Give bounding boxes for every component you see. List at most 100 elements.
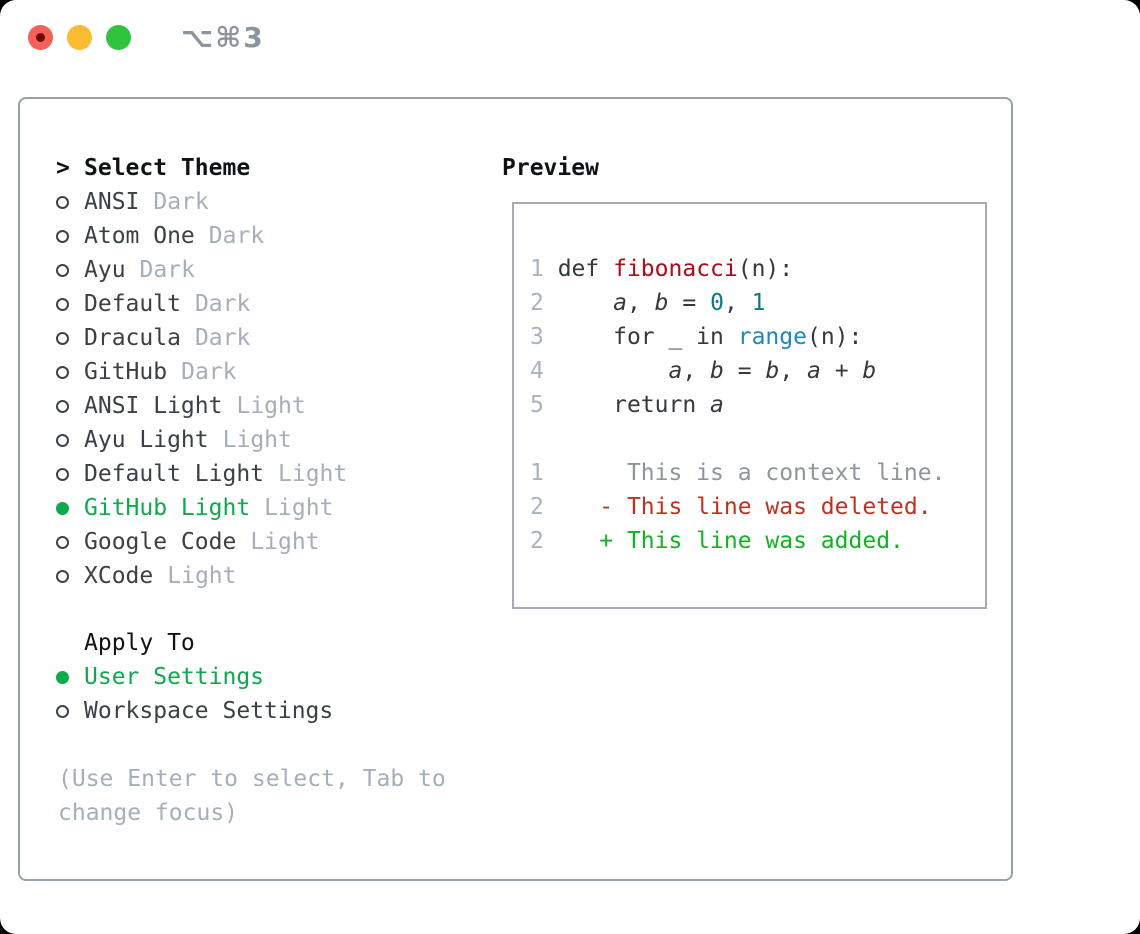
theme-list-header: > Select Theme	[56, 151, 347, 185]
code-segment: a	[668, 358, 683, 384]
code-line: 3 for _ in range(n):	[530, 320, 985, 354]
code-segment: b	[765, 358, 780, 384]
line-number: 4	[530, 358, 544, 384]
minimize-button[interactable]	[67, 24, 92, 50]
code-line: 5 return a	[530, 388, 985, 422]
option-label: Google Code	[84, 529, 237, 555]
code-line: 1 This is a context line.	[530, 456, 985, 490]
code-segment: a	[613, 290, 627, 316]
code-segment: =	[668, 290, 711, 316]
theme-item[interactable]: Dracula Dark	[56, 321, 347, 355]
apply-to-title: Apply To	[84, 630, 195, 656]
apply-to-header: Apply To	[56, 626, 333, 660]
radio-icon	[56, 297, 84, 311]
option-tag: Dark	[194, 291, 251, 317]
code-segment: (n):	[737, 256, 794, 282]
option-tag: Light	[167, 563, 237, 589]
code-segment: b	[710, 358, 724, 384]
code-segment: This is a context line.	[543, 460, 946, 486]
theme-item[interactable]: ANSI Light Light	[56, 389, 347, 423]
option-label: Ayu Light	[84, 427, 209, 453]
theme-item[interactable]: GitHub Dark	[56, 355, 347, 389]
radio-icon	[56, 229, 84, 243]
line-number: 5	[530, 392, 544, 418]
option-tag: Light	[222, 427, 292, 453]
code-segment: b	[654, 290, 669, 316]
option-label: Default	[84, 291, 181, 317]
radio-icon	[56, 501, 84, 515]
line-number: 2	[530, 528, 544, 554]
code-line: 2 + This line was added.	[530, 524, 985, 558]
close-button[interactable]	[28, 24, 53, 50]
option-label: GitHub	[84, 359, 168, 385]
code-line: 2 - This line was deleted.	[530, 490, 985, 524]
radio-icon	[56, 569, 84, 583]
theme-item[interactable]: XCode Light	[56, 559, 347, 593]
code-line	[530, 422, 985, 456]
radio-icon	[56, 670, 84, 684]
theme-list-title: Select Theme	[84, 155, 251, 181]
cursor-marker: >	[56, 155, 84, 181]
line-number: 1	[530, 460, 544, 486]
option-label: Atom One	[84, 223, 195, 249]
radio-icon	[56, 263, 84, 277]
radio-icon	[56, 399, 84, 413]
theme-item[interactable]: GitHub Light Light	[56, 491, 347, 525]
code-segment: +	[820, 358, 863, 384]
zoom-button[interactable]	[106, 24, 131, 50]
apply-to-option[interactable]: Workspace Settings	[56, 694, 333, 728]
code-segment: =	[723, 358, 766, 384]
line-number: 3	[530, 324, 544, 350]
radio-icon	[56, 433, 84, 447]
option-label: ANSI	[84, 189, 140, 215]
code-line: 4 a, b = b, a + b	[530, 354, 985, 388]
window-title: ⌥⌘3	[181, 20, 265, 54]
code-segment: 1	[751, 290, 766, 316]
option-tag: Light	[236, 393, 306, 419]
theme-item[interactable]: Ayu Light Light	[56, 423, 347, 457]
theme-item[interactable]: Atom One Dark	[56, 219, 347, 253]
theme-picker-panel: > Select Theme ANSI Dark Atom One Dark A…	[18, 97, 1013, 881]
code-line: 2 a, b = 0, 1	[530, 286, 985, 320]
preview-pane: 1 def fibonacci(n): 2 a, b = 0, 1 3 for …	[512, 202, 987, 609]
option-label: GitHub Light	[84, 495, 251, 521]
option-tag: Dark	[208, 223, 265, 249]
radio-icon	[56, 704, 84, 718]
code-segment	[544, 290, 613, 316]
line-number: 1	[530, 256, 544, 282]
code-segment: a	[807, 358, 821, 384]
chevron-right-icon: >	[56, 155, 70, 181]
code-segment: + This line was added.	[543, 528, 904, 554]
preview-title: Preview	[502, 155, 599, 181]
option-label: ANSI Light	[84, 393, 223, 419]
apply-to-group: Apply To User Settings Workspace Setting…	[56, 626, 333, 728]
theme-list: > Select Theme ANSI Dark Atom One Dark A…	[56, 151, 347, 593]
option-label: User Settings	[84, 664, 265, 690]
code-segment: ,	[682, 358, 711, 384]
apply-to-option[interactable]: User Settings	[56, 660, 333, 694]
option-tag: Light	[264, 495, 334, 521]
theme-item[interactable]: Ayu Dark	[56, 253, 347, 287]
option-tag: Dark	[194, 325, 251, 351]
unsaved-dot-icon	[36, 32, 45, 42]
option-label: Ayu	[84, 257, 126, 283]
code-segment: - This line was deleted.	[543, 494, 932, 520]
code-segment: ,	[723, 290, 752, 316]
code-segment: 0	[710, 290, 724, 316]
theme-item[interactable]: Default Light Light	[56, 457, 347, 491]
option-label: Dracula	[84, 325, 181, 351]
code-segment: fibonacci	[613, 256, 738, 282]
code-segment: def	[543, 256, 614, 282]
option-tag: Light	[278, 461, 348, 487]
theme-item[interactable]: Google Code Light	[56, 525, 347, 559]
radio-icon	[56, 467, 84, 481]
code-segment: ,	[779, 358, 808, 384]
theme-item[interactable]: Default Dark	[56, 287, 347, 321]
theme-item[interactable]: ANSI Dark	[56, 185, 347, 219]
radio-icon	[56, 365, 84, 379]
code-segment: for _ in	[543, 324, 738, 350]
option-tag: Light	[250, 529, 320, 555]
radio-icon	[56, 195, 84, 209]
radio-icon	[56, 535, 84, 549]
